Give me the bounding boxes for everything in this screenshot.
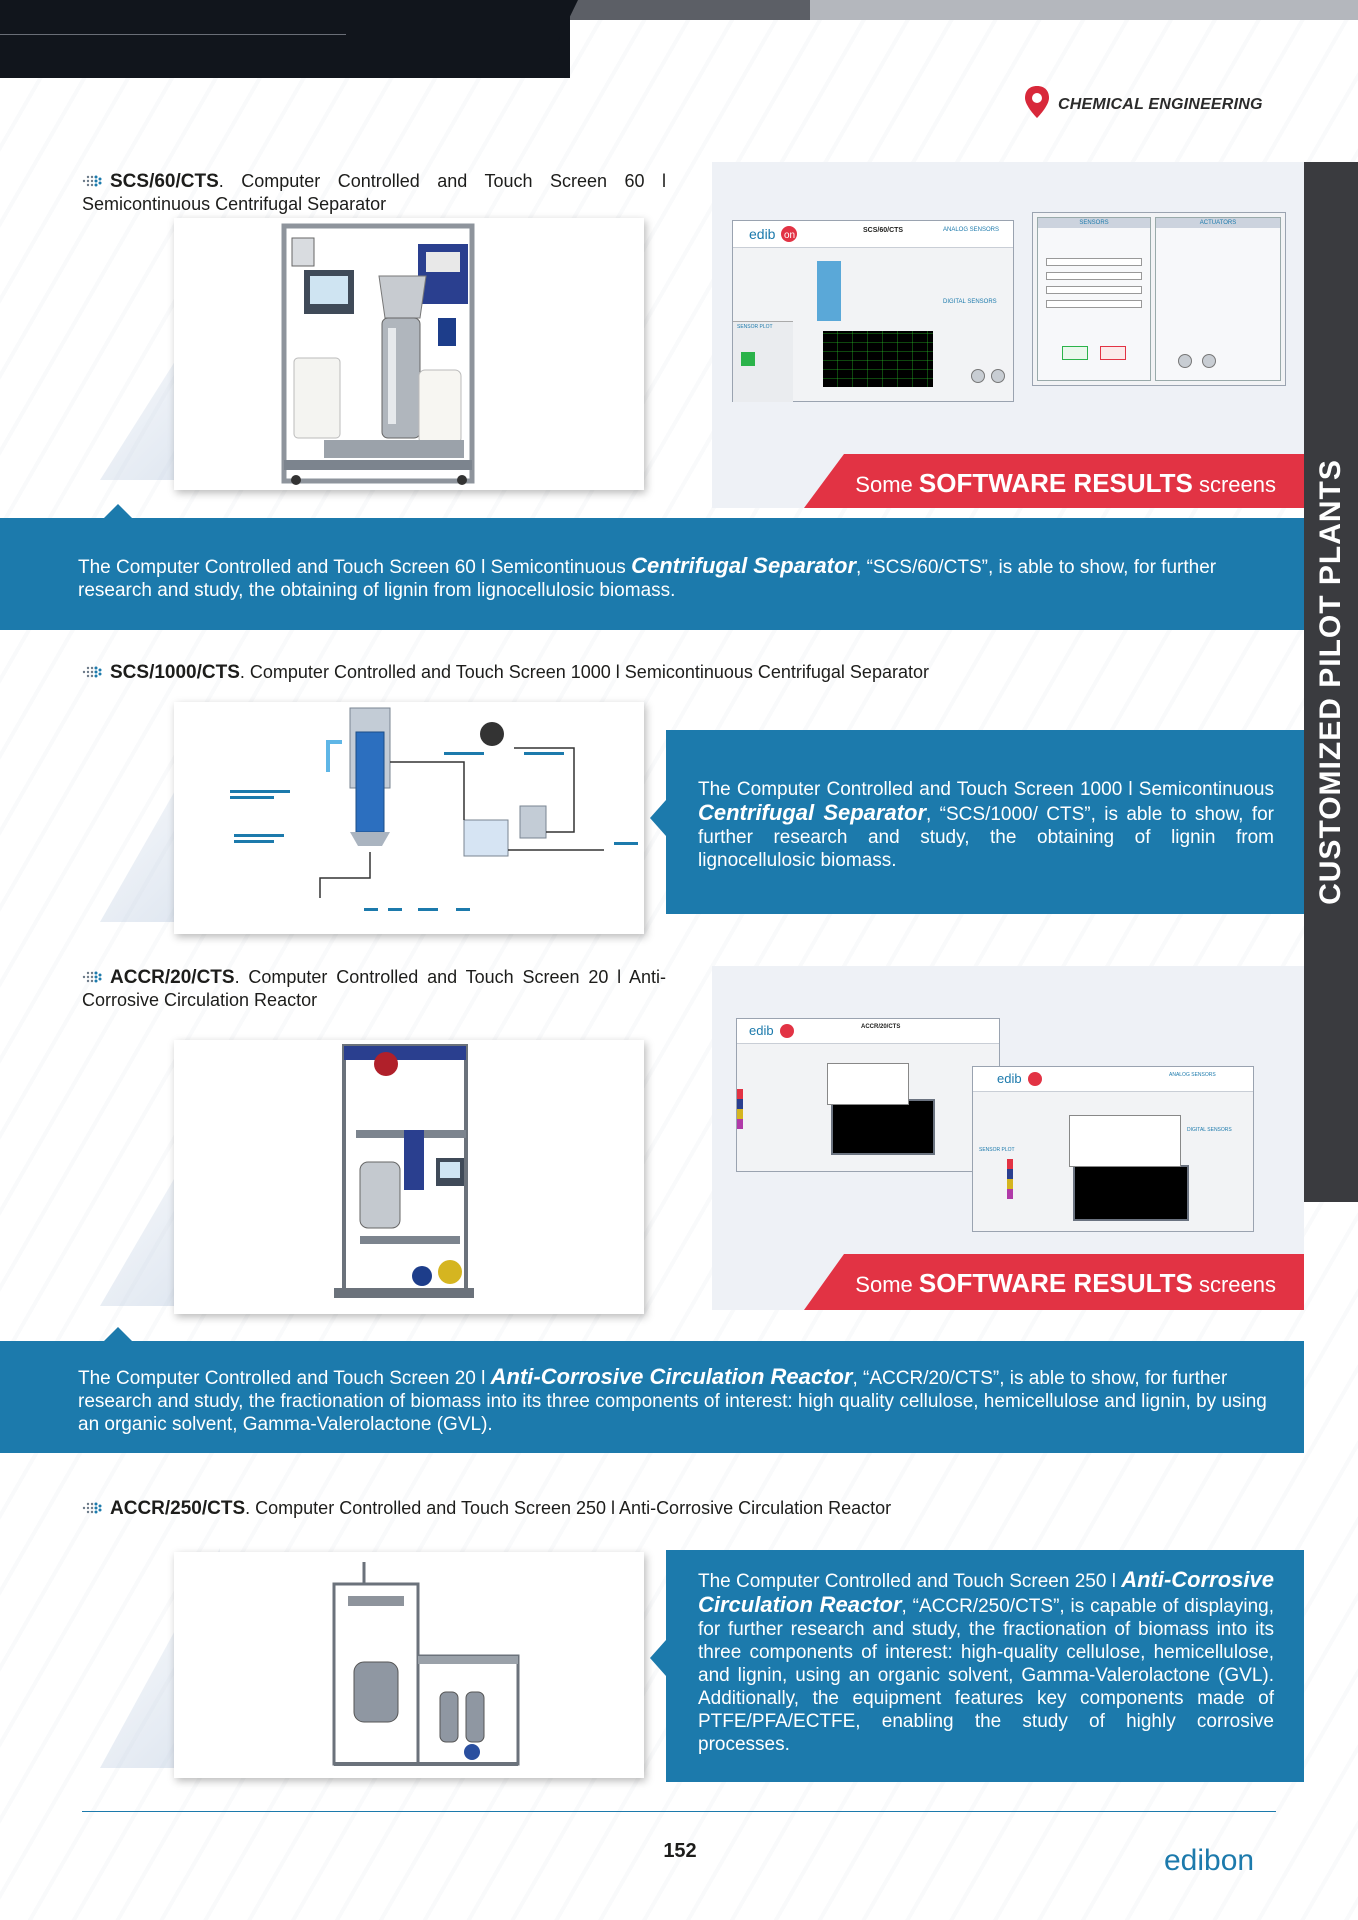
top-banner-wedge — [540, 0, 578, 78]
top-banner-dark — [0, 0, 570, 78]
sensor-plot-label: SENSOR PLOT — [979, 1147, 1015, 1153]
reactor-render-illustration — [332, 1562, 520, 1766]
edibon-logo-small: edib on — [749, 226, 797, 242]
desc-bold: Anti-Corrosive Circulation Reactor — [490, 1364, 853, 1389]
software-screen-main: edib on SCS/60/CTS ANALOG SENSORS DIGITA… — [732, 220, 1014, 402]
bullet-dots-icon — [82, 1502, 102, 1514]
software-label-post: screens — [1192, 1272, 1276, 1297]
desc-post: , “ACCR/250/CTS”, is capable of displayi… — [698, 1596, 1274, 1755]
product-photo-scs60 — [174, 218, 644, 490]
signal-plot — [1073, 1165, 1189, 1221]
brand-logo-text: edibon — [1164, 1844, 1255, 1877]
software-label-pre: Some — [855, 472, 919, 497]
screen-title: ACCR/20/CTS — [861, 1024, 901, 1030]
band-notch — [104, 504, 132, 518]
description-box-accr250: The Computer Controlled and Touch Screen… — [666, 1550, 1304, 1782]
bullet-dots-icon — [82, 971, 102, 983]
bullet-dots-icon — [82, 666, 102, 678]
software-label-pre: Some — [855, 1272, 919, 1297]
svg-text:edib: edib — [997, 1071, 1022, 1086]
box-pointer — [650, 1640, 666, 1676]
software-results-banner: Some SOFTWARE RESULTS screens — [804, 1254, 1304, 1310]
description-band-accr20: The Computer Controlled and Touch Screen… — [0, 1341, 1304, 1453]
software-screen-sensors: SENSORS ACTUATORS — [1032, 212, 1286, 386]
edibon-logo-small: edib — [749, 1023, 794, 1038]
actuators-header: ACTUATORS — [1156, 218, 1280, 228]
bullet-dots-icon — [82, 175, 102, 187]
location-pin-icon — [1025, 86, 1049, 118]
section-title: . Computer Controlled and Touch Screen 2… — [82, 967, 666, 1010]
section-code: ACCR/250/CTS — [110, 1498, 246, 1519]
section-title: . Computer Controlled and Touch Screen 2… — [245, 1498, 892, 1518]
desc-bold: Anti-Corrosive Circulation Reactor — [698, 1567, 1274, 1617]
section-heading-accr20: ACCR/20/CTS. Computer Controlled and Tou… — [82, 966, 666, 1011]
process-diagram-scs1000 — [174, 702, 644, 934]
software-results-banner: Some SOFTWARE RESULTS screens — [804, 454, 1304, 508]
desc-pre: The Computer Controlled and Touch Screen… — [78, 1368, 491, 1389]
category-label: CHEMICAL ENGINEERING — [1058, 96, 1263, 113]
software-label-bold: SOFTWARE RESULTS — [918, 1268, 1193, 1298]
svg-text:edib: edib — [749, 1023, 774, 1038]
digital-sensors-label: DIGITAL SENSORS — [1187, 1127, 1232, 1133]
desc-bold: Centrifugal Separator — [698, 800, 927, 825]
section-heading-scs1000: SCS/1000/CTS. Computer Controlled and To… — [82, 661, 1082, 684]
section-heading-scs60: SCS/60/CTS. Computer Controlled and Touc… — [82, 170, 666, 215]
description-box-scs1000: The Computer Controlled and Touch Screen… — [666, 730, 1304, 914]
tank-graphic — [817, 261, 841, 321]
desc-post: , “ACCR/20/CTS”, is able to show, for fu… — [78, 1368, 1267, 1435]
section-code: SCS/1000/CTS — [110, 662, 240, 683]
desc-pre: The Computer Controlled and Touch Screen… — [698, 779, 1274, 800]
section-code: ACCR/20/CTS — [110, 967, 235, 988]
centrifugal-separator-diagram — [230, 707, 638, 911]
box-pointer — [650, 800, 666, 836]
centrifugal-separator-illustration — [281, 223, 475, 485]
section-title: . Computer Controlled and Touch Screen 6… — [82, 171, 666, 214]
side-tab-label: CUSTOMIZED PILOT PLANTS — [1314, 459, 1348, 905]
sensors-header: SENSORS — [1038, 218, 1150, 228]
product-render-accr250 — [174, 1552, 644, 1778]
desc-post: , “SCS/60/CTS”, is able to show, for fur… — [78, 557, 1217, 601]
section-code: SCS/60/CTS — [110, 171, 219, 192]
desc-bold: Centrifugal Separator — [631, 553, 857, 578]
svg-text:on: on — [784, 230, 795, 241]
product-photo-accr20 — [174, 1040, 644, 1314]
software-panel-accr20: edib ACCR/20/CTS edib ANALOG SENSORS SEN… — [712, 966, 1304, 1310]
section-title: . Computer Controlled and Touch Screen 1… — [239, 662, 929, 682]
desc-pre: The Computer Controlled and Touch Screen… — [698, 1571, 1122, 1592]
software-screen-2: edib ANALOG SENSORS SENSOR PLOT DIGITAL … — [972, 1066, 1254, 1232]
section-heading-accr250: ACCR/250/CTS. Computer Controlled and To… — [82, 1497, 1082, 1520]
desc-pre: The Computer Controlled and Touch Screen… — [78, 557, 632, 578]
footer-rule — [82, 1811, 1276, 1812]
signal-plot — [831, 1099, 935, 1155]
screen-title: SCS/60/CTS — [863, 227, 904, 234]
software-panel-scs60: edib on SCS/60/CTS ANALOG SENSORS DIGITA… — [712, 162, 1304, 508]
software-screen-1: edib ACCR/20/CTS — [736, 1018, 1000, 1172]
edibon-logo-small: edib — [997, 1071, 1042, 1086]
signal-plot — [823, 331, 933, 387]
top-banner-mid — [560, 0, 810, 20]
sensor-plot-label: SENSOR PLOT — [737, 324, 773, 330]
digital-sensors-label: DIGITAL SENSORS — [943, 299, 997, 305]
top-banner-light — [780, 0, 1358, 20]
band-notch — [104, 1327, 132, 1341]
side-tab: CUSTOMIZED PILOT PLANTS — [1304, 162, 1358, 1202]
dialog-box — [1069, 1115, 1181, 1167]
analog-sensors-label: ANALOG SENSORS — [943, 227, 1000, 233]
desc-post: , “SCS/1000/ CTS”, is able to show, for … — [698, 804, 1274, 871]
description-band-scs60: The Computer Controlled and Touch Screen… — [0, 518, 1304, 630]
svg-text:edib: edib — [749, 226, 776, 242]
reactor-illustration — [334, 1044, 474, 1298]
analog-sensors-label: ANALOG SENSORS — [1169, 1072, 1216, 1078]
page-number: 152 — [663, 1840, 697, 1862]
software-label-bold: SOFTWARE RESULTS — [918, 468, 1193, 498]
software-label-post: screens — [1192, 472, 1276, 497]
sensor-plot-panel: SENSOR PLOT — [733, 321, 793, 402]
brand-logo: edibon — [1164, 1838, 1280, 1882]
dialog-box — [827, 1063, 909, 1105]
top-banner-line — [0, 34, 346, 35]
